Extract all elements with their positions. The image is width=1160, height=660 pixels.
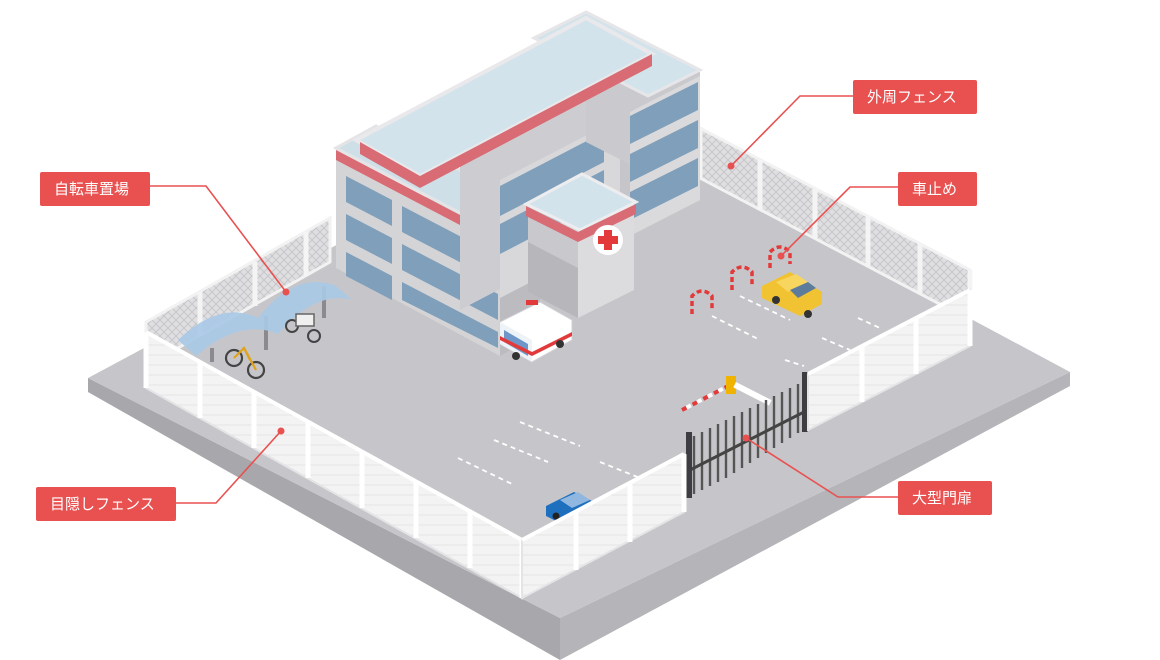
parking-lines	[457, 295, 881, 485]
leader-dot-large-gate	[742, 434, 750, 442]
hospital-building	[332, 10, 704, 356]
trike-icon	[285, 313, 321, 343]
taxi-icon	[762, 272, 822, 318]
bicycle-icon	[224, 346, 266, 380]
red-cross-icon	[593, 225, 623, 255]
screen-fence-right	[807, 288, 973, 432]
leader-large-gate	[745, 437, 898, 498]
label-perimeter-fence: 外周フェンス	[853, 80, 977, 114]
leader-bicycle-parking	[150, 185, 287, 293]
leader-dot-perimeter-fence	[727, 162, 735, 170]
leader-dot-car-stop	[777, 252, 785, 260]
leader-screen-fence	[176, 430, 282, 504]
leader-car-stop	[780, 186, 898, 257]
callout-leaders	[150, 95, 898, 504]
leader-dot-screen-fence	[277, 427, 285, 435]
barrier-arm-icon	[681, 376, 772, 412]
label-car-stop: 車止め	[898, 172, 977, 206]
screen-fence-front-right	[521, 452, 687, 600]
ambulance-icon	[499, 300, 573, 363]
car-stop-icon	[690, 245, 792, 314]
leader-perimeter-fence	[730, 95, 853, 167]
label-large-gate: 大型門扉	[898, 481, 992, 515]
label-bicycle-parking: 自転車置場	[40, 172, 150, 206]
screen-fence-front-left	[143, 330, 525, 600]
label-screen-fence: 目隠しフェンス	[36, 487, 176, 521]
bicycle-shelter	[178, 282, 352, 362]
leader-dot-bicycle-parking	[282, 288, 290, 296]
